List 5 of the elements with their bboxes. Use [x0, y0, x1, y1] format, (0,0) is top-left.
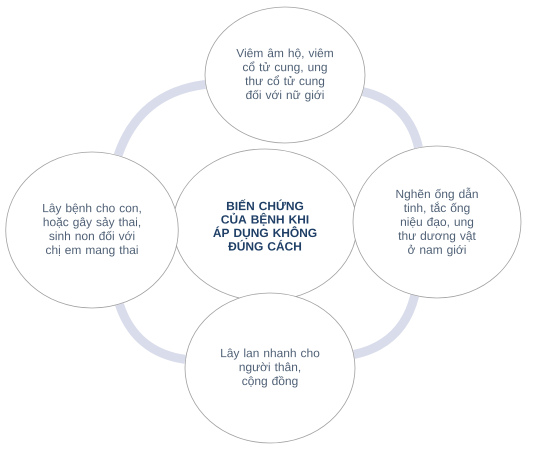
ring-arc: [352, 294, 420, 359]
ring-arc: [114, 80, 206, 157]
ring-arc: [115, 302, 186, 364]
node-label: Lây lan nhanh cho người thân, cộng đồng: [221, 348, 320, 388]
ring-arc: [362, 87, 423, 149]
